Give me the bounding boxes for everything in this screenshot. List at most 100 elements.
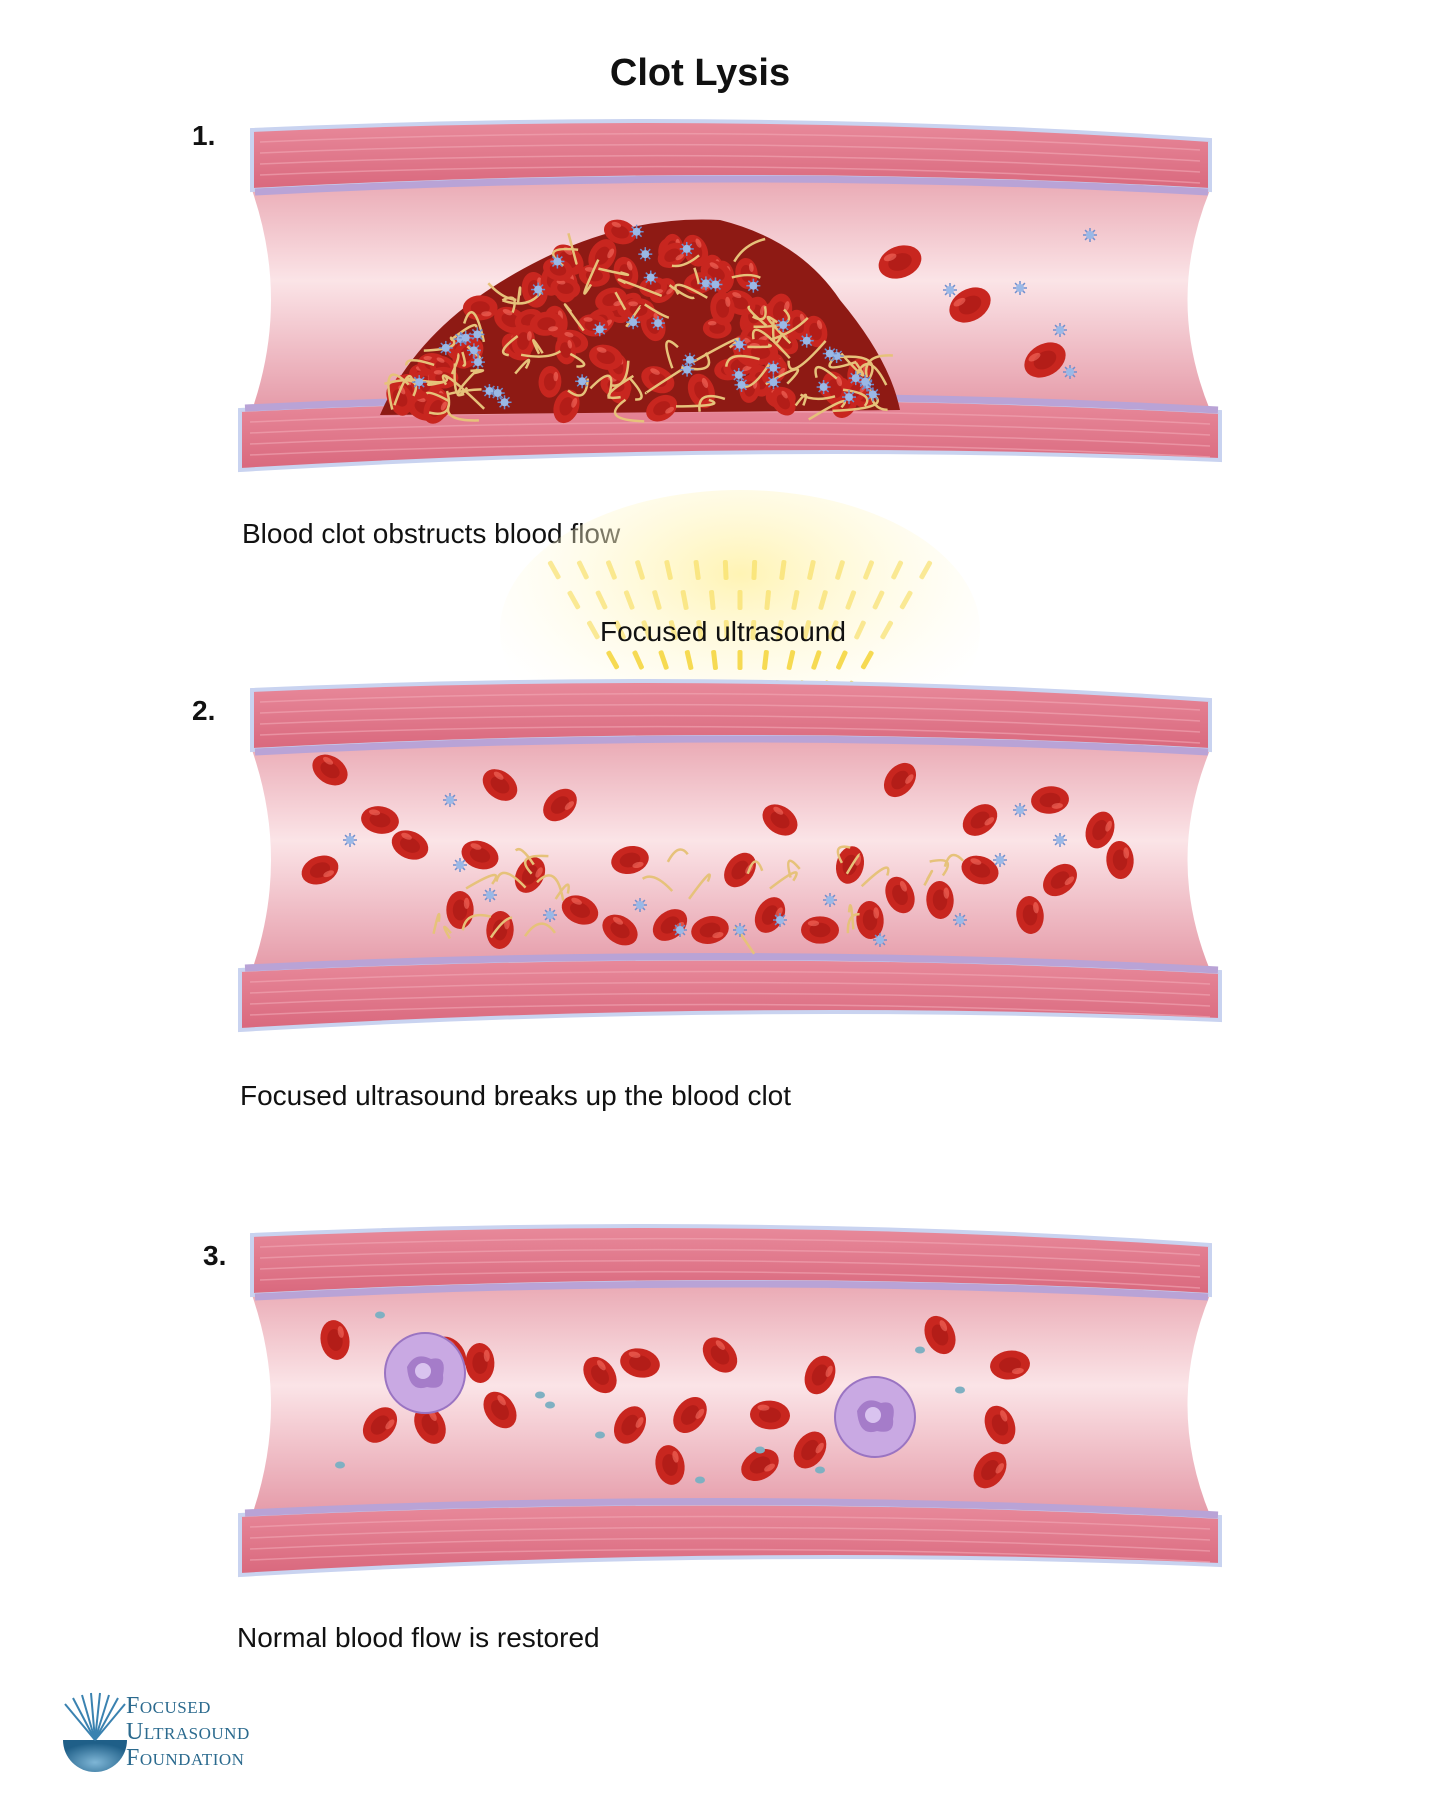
ultrasound-wave-icon [919, 560, 933, 580]
fibrin-strand-icon [733, 237, 766, 263]
fibrin-strand-icon [671, 254, 700, 268]
red-blood-cell-icon [673, 1396, 707, 1434]
ultrasound-wave-icon [762, 649, 769, 671]
red-blood-cell-icon [461, 840, 499, 870]
red-blood-cell-icon [856, 901, 884, 939]
platelet-icon [1063, 365, 1077, 379]
platelet-icon [343, 833, 357, 847]
red-blood-cell-icon [801, 916, 839, 944]
red-blood-cell-icon [561, 895, 599, 925]
ultrasound-wave-icon [586, 620, 600, 640]
red-blood-cell-icon [878, 245, 922, 279]
wall-fiber [259, 1270, 1201, 1289]
ultrasound-wave-icon [791, 590, 800, 610]
red-blood-cell-icon [984, 1405, 1016, 1445]
red-blood-cell-icon [883, 762, 917, 798]
platelet-icon [673, 923, 687, 937]
platelet-icon [575, 374, 590, 389]
ultrasound-wave-icon [835, 560, 845, 580]
fibrin-strand-icon [747, 343, 773, 349]
wall-fiber [259, 1259, 1201, 1278]
red-blood-cell-icon [320, 1320, 350, 1360]
red-blood-cell-icon [538, 365, 562, 398]
ultrasound-wave-icon [764, 589, 771, 611]
panel-1-vessel [238, 119, 1222, 473]
red-blood-cell-icon [511, 324, 535, 358]
panel-1-number: 1. [192, 120, 216, 151]
red-blood-cell-icon [710, 291, 735, 326]
red-blood-cell-icon [462, 295, 498, 321]
platelet-icon [679, 241, 694, 256]
wall-fiber [249, 1515, 1211, 1530]
red-blood-cell-icon [885, 876, 915, 914]
platelet-icon [953, 913, 967, 927]
platelet-icon [766, 360, 781, 375]
ultrasound-wave-icon [722, 559, 729, 581]
platelet-icon [545, 1401, 555, 1409]
platelet-icon [497, 395, 512, 410]
platelet-icon [823, 893, 837, 907]
platelet-icon [543, 908, 557, 922]
ultrasound-wave-icon [668, 620, 678, 640]
fibrin-strand-icon [769, 316, 809, 341]
ultrasound-wave-icon [632, 650, 644, 670]
platelet-icon [592, 322, 607, 337]
red-blood-cell-icon [762, 804, 798, 836]
platelet-icon [731, 367, 746, 382]
platelet-icon [734, 377, 749, 392]
fibrin-strand-icon [668, 284, 695, 300]
ultrasound-wave-icon [595, 590, 608, 610]
fibrin-strand-icon [523, 854, 549, 875]
fibrin-strand-icon [446, 403, 479, 422]
ultrasound-wave-icon [872, 590, 885, 610]
red-blood-cell-icon [465, 1343, 495, 1383]
wall-fiber [259, 714, 1201, 733]
red-blood-cell-icon [687, 373, 715, 409]
wall-fiber [259, 143, 1201, 162]
fibrin-strand-icon [665, 340, 679, 369]
fibrin-strand-icon [514, 358, 531, 375]
endothelium-bottom [244, 952, 1219, 974]
panel-2-number: 2. [192, 695, 216, 726]
fibrin-strand-icon [443, 925, 452, 940]
red-blood-cell-icon [529, 311, 564, 336]
wall-fiber [249, 421, 1211, 436]
fibrin-strand-icon [393, 375, 414, 406]
platelet-icon [799, 333, 814, 348]
ultrasound-wave-icon [680, 590, 689, 610]
red-blood-cell-icon [613, 1406, 647, 1444]
white-blood-cell-icon [384, 1332, 466, 1414]
red-blood-cell-icon [657, 242, 687, 268]
fibrin-strand-icon [814, 365, 838, 380]
ultrasound-wave-icon [828, 620, 839, 640]
panel-2-caption: Focused ultrasound breaks up the blood c… [240, 1080, 792, 1111]
platelet-icon [732, 337, 747, 352]
red-blood-cell-icon [1106, 841, 1134, 879]
platelet-icon [733, 923, 747, 937]
ultrasound-wave-icon [860, 650, 874, 670]
ultrasound-wave-icon [614, 620, 626, 640]
ultrasound-wave-icon [802, 620, 812, 640]
fibrin-strand-icon [514, 847, 535, 866]
fibrin-strand-icon [751, 328, 791, 359]
ultrasound-wave-icon [807, 560, 816, 580]
platelet-icon [865, 387, 880, 402]
platelet-icon [531, 282, 546, 297]
platelet-icon [535, 1391, 545, 1399]
platelet-icon [708, 277, 723, 292]
red-blood-cell-icon [414, 1406, 446, 1444]
fibrin-strand-icon [489, 916, 513, 939]
platelet-icon [746, 278, 761, 293]
platelet-icon [915, 1346, 925, 1354]
platelet-icon [943, 283, 957, 297]
fibrin-strand-icon [524, 922, 556, 937]
fibrin-strand-icon [569, 352, 586, 368]
red-blood-cell-icon [973, 1451, 1007, 1489]
red-blood-cell-icon [691, 916, 729, 944]
fibrin-strand-icon [794, 393, 808, 407]
platelet-icon [680, 362, 695, 377]
ultrasound-wave-icon [836, 650, 848, 670]
platelet-icon [412, 375, 427, 390]
red-blood-cell-icon [543, 788, 577, 822]
platelet-icon [776, 318, 791, 333]
